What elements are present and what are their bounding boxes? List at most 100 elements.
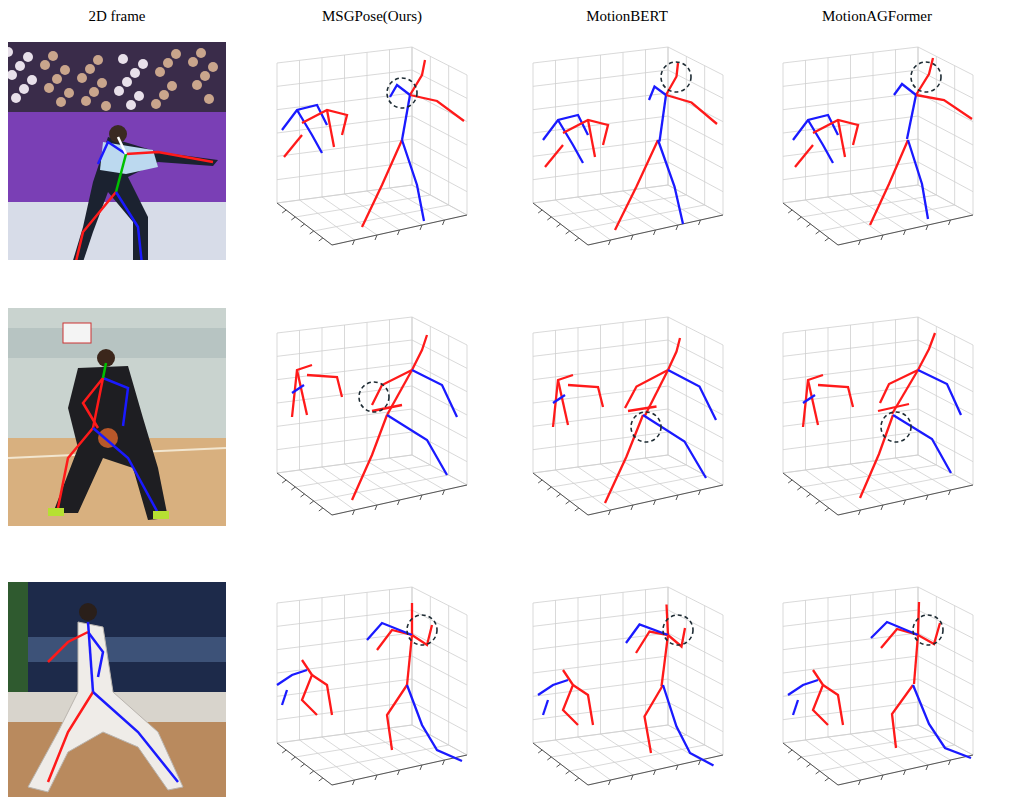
bone [568,385,603,407]
axis-tick [291,217,295,220]
grid-line [295,195,430,217]
spectator [93,55,103,65]
grid-line [918,139,973,168]
skeleton-small [803,375,853,427]
grid-line [277,455,412,473]
bone [410,95,464,121]
bone [605,415,643,503]
axis-tick [816,231,820,234]
column-header: MSGPose(Ours) [322,8,422,25]
pose-overlay [103,378,128,426]
spectator [11,93,21,103]
grid-line [314,205,449,231]
axis-tick [310,231,314,234]
axis-tick [301,494,305,497]
person-head [79,603,97,621]
grid-line [345,464,400,500]
axis-tick [807,494,811,497]
grid-line [918,386,973,415]
grid-line [851,734,906,770]
pose-overlay [48,692,93,782]
bone [892,685,913,748]
skeleton-small [553,375,603,427]
grid-line [533,679,668,696]
pose-overlay [58,378,103,508]
axis-tick [420,495,422,500]
bone [588,120,595,157]
grid-line [367,461,422,495]
axis-tick [291,757,295,760]
axis-tick [825,508,829,511]
bone [352,415,387,500]
grid-line [322,467,377,505]
bone [860,415,893,498]
grid-line [367,191,422,225]
basketball [98,428,118,448]
bone [788,680,818,695]
axis-tick [375,775,377,780]
grid-line [533,340,668,356]
bone [918,623,940,644]
spectator [40,60,50,70]
grid-line [918,317,973,345]
skeleton-small [793,115,858,167]
grid-line [918,409,973,438]
player-silhouette [53,366,168,520]
grid-line [533,185,668,203]
bone [870,140,908,225]
axis-tick [654,500,656,505]
grid-line [918,587,973,615]
bone [666,95,717,124]
grid-line [277,70,412,86]
grid-line [783,679,918,696]
grid-line [277,455,412,473]
axis-tick [788,480,792,483]
axis-line [277,203,467,245]
grid-line [783,587,918,603]
grid-line [367,731,422,765]
axis-tick [319,778,323,781]
spectator [114,86,124,96]
axis-tick [859,780,861,785]
spectator [77,73,87,83]
pose-3d-plot [277,587,467,785]
axis-tick [353,780,355,785]
grid-line [820,475,955,501]
grid-line [533,317,668,333]
grid-line [533,93,668,110]
highlight-circle [359,382,389,412]
axis-tick [631,505,633,510]
axis-tick [926,765,928,770]
axis-tick [420,225,422,230]
highlight-circle [387,78,417,108]
grid-line [412,587,467,615]
bone [563,120,608,145]
grid-line [578,737,633,775]
grid-line [668,610,723,638]
grid-line [783,363,918,380]
grid-line [277,340,412,356]
grid-line [551,195,686,217]
skater-head [109,125,127,143]
spectator [167,81,177,91]
highlight-circle [663,615,693,645]
axis-tick [816,501,820,504]
bone [563,670,578,725]
grid-line [828,467,883,505]
bone [558,120,583,163]
bone [626,625,668,644]
axis-tick [310,501,314,504]
pose-3d-plot [533,47,723,245]
bone [372,370,412,405]
spectator [81,96,91,106]
spectator [60,65,70,75]
spectator [52,74,62,84]
grid-line [295,735,430,757]
skeleton-small [788,670,843,725]
axis-tick [375,505,377,510]
grid-line [412,656,467,685]
axis-tick [609,510,611,515]
axis-tick [398,770,400,775]
bone [312,675,332,715]
pose-3d-plot [533,587,723,785]
